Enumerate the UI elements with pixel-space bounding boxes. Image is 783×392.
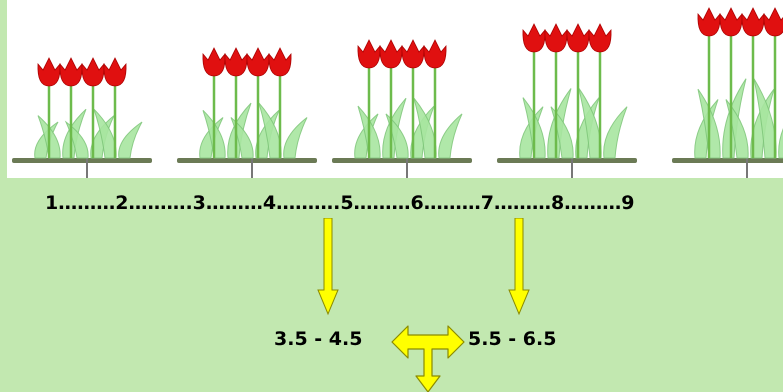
tulip-group-3 bbox=[332, 39, 472, 178]
down-arrow-icon-right bbox=[508, 218, 530, 316]
range-label-left: 3.5 - 4.5 bbox=[274, 328, 363, 350]
tulip-group-4 bbox=[497, 23, 637, 178]
tulip-group-1 bbox=[12, 57, 152, 178]
numbered-scale: 1………2……….3………4……….5………6………7………8………9 bbox=[45, 192, 635, 214]
range-label-right: 5.5 - 6.5 bbox=[468, 328, 557, 350]
double-headed-arrow-icon bbox=[391, 325, 465, 392]
tulip-group-2 bbox=[177, 47, 317, 178]
tulip-growth-image bbox=[7, 0, 783, 178]
down-arrow-icon-left bbox=[317, 218, 339, 316]
tulip-group-5 bbox=[672, 7, 783, 178]
